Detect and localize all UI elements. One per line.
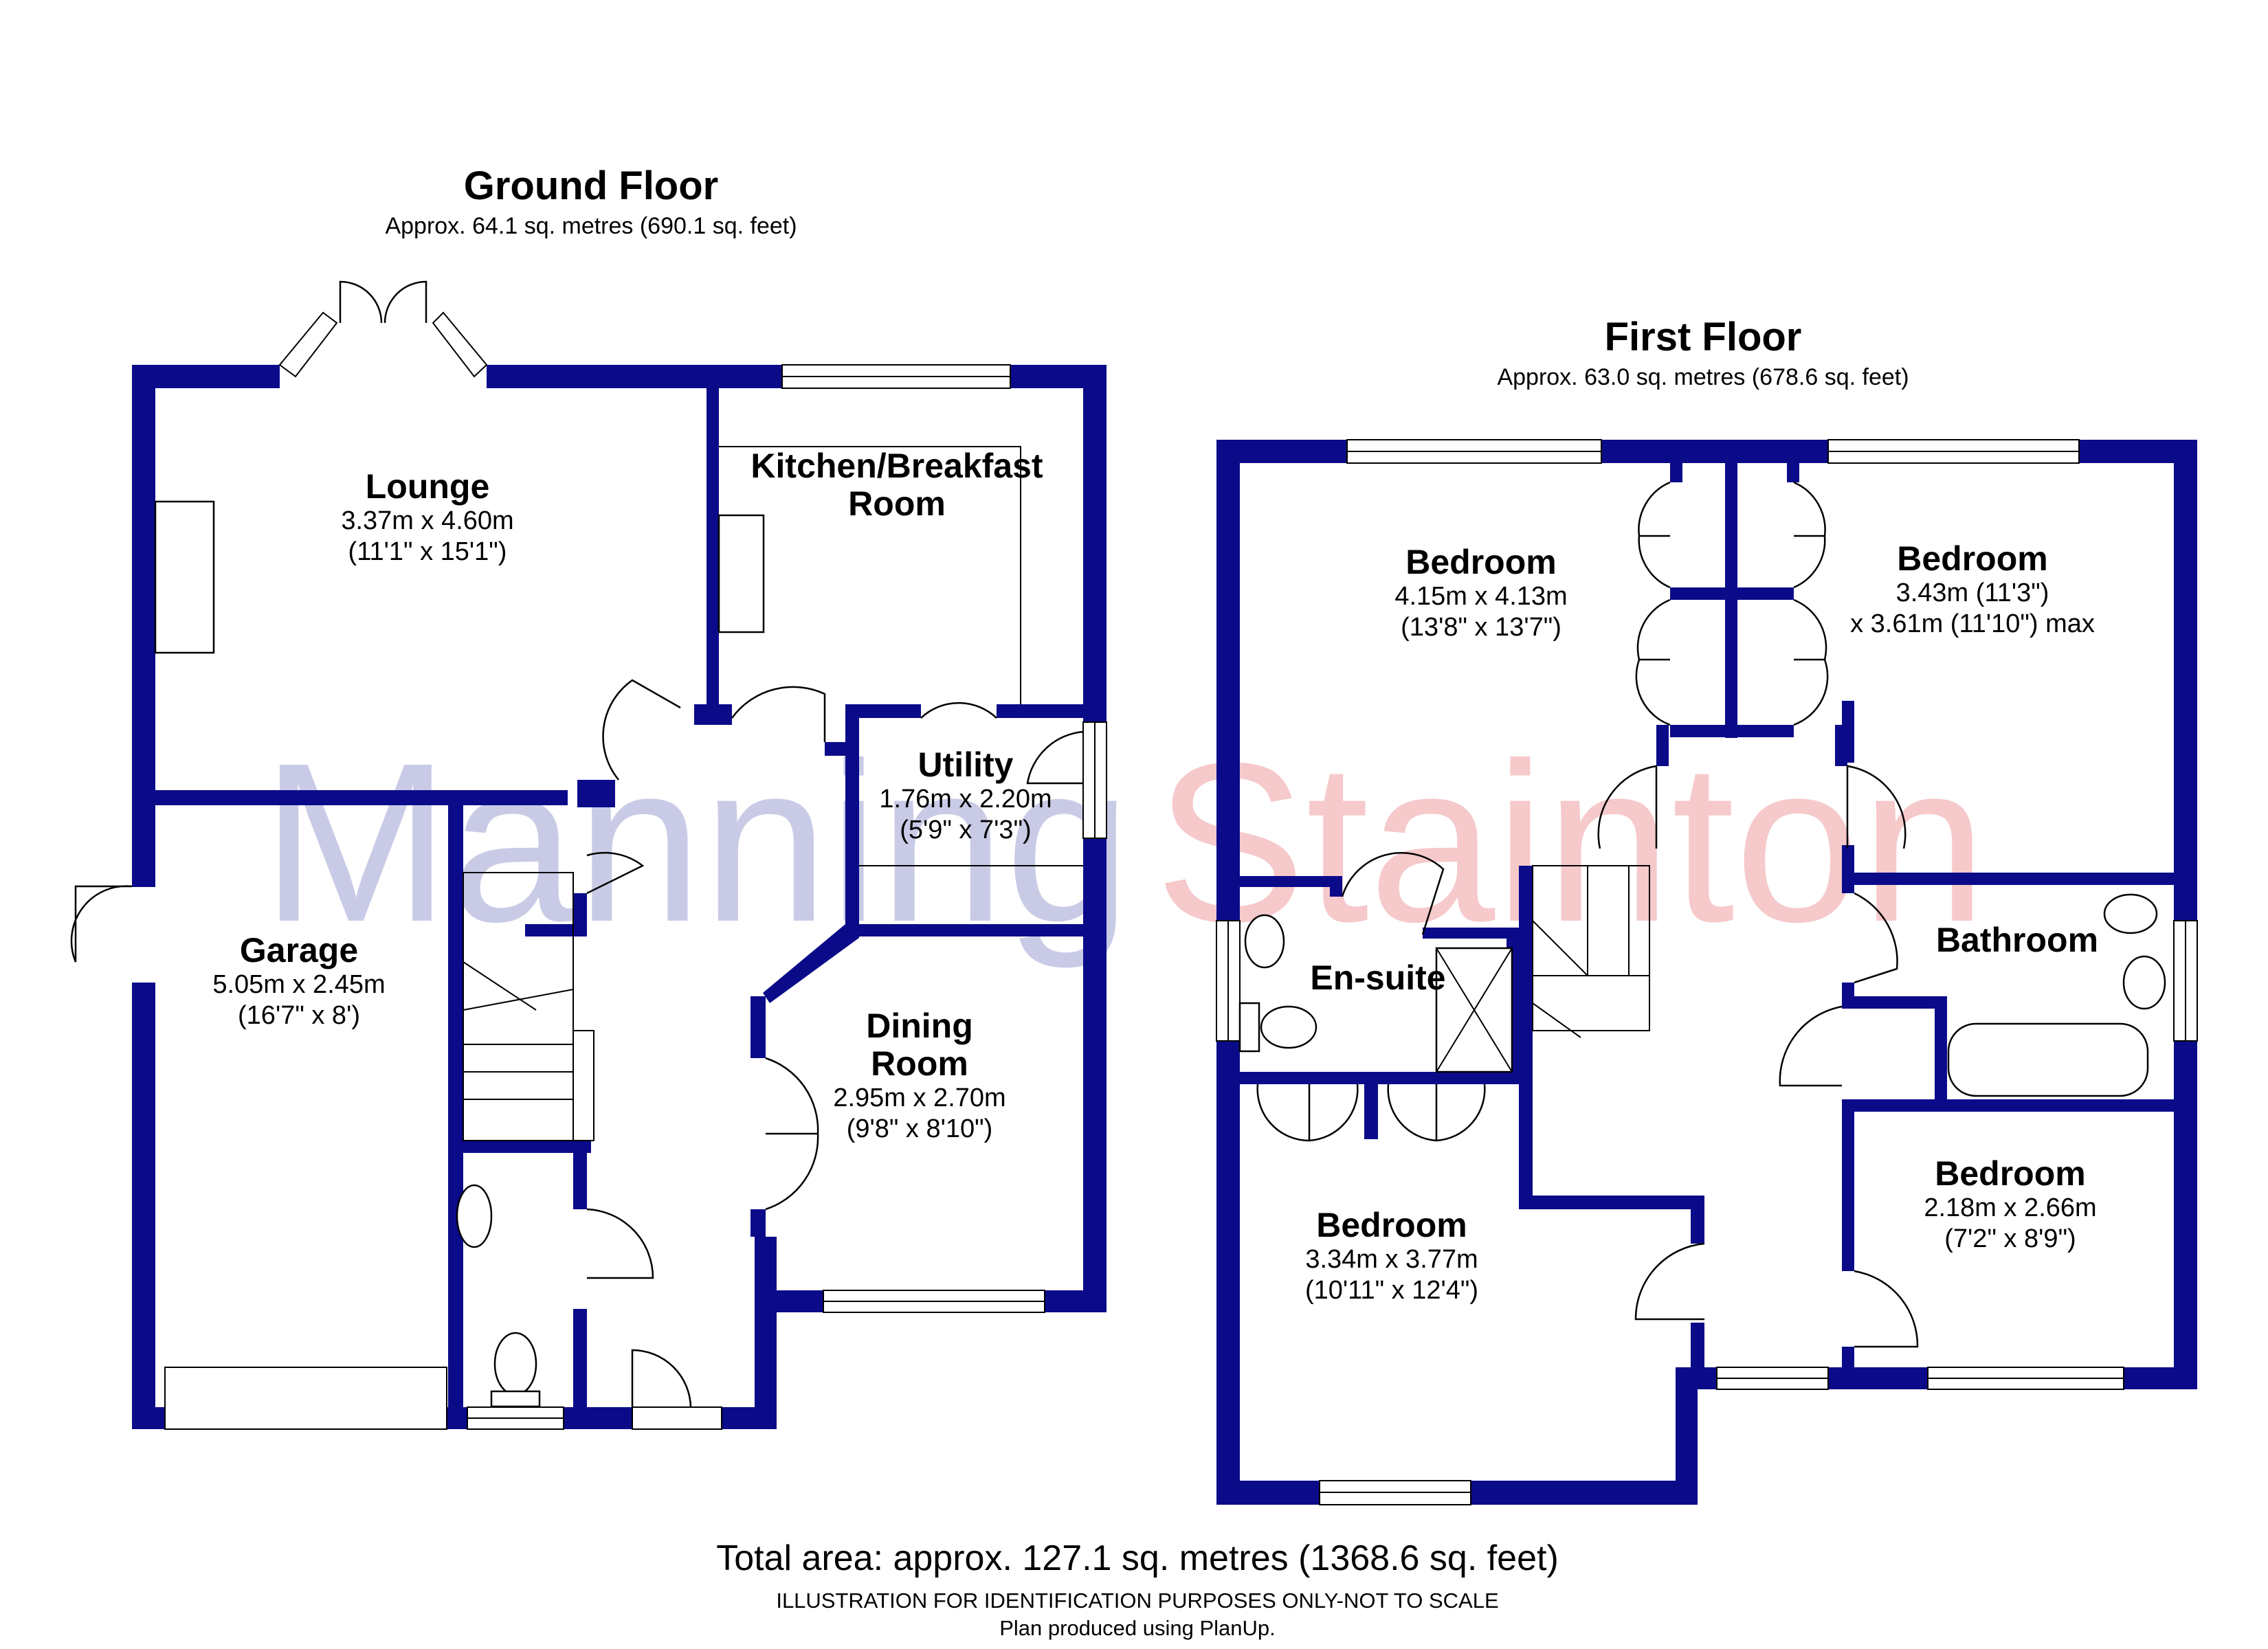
bathroom-sink-icon [2122,955,2166,1010]
dining-name-line2: Room [871,1044,968,1083]
garage-dims: 5.05m x 2.45m [212,970,385,999]
lounge-name: Lounge [366,467,490,506]
bedroom1-dims: 4.15m x 4.13m [1394,582,1567,611]
bedroom2-name: Bedroom [1897,539,2047,578]
kitchen-name: Kitchen/Breakfast [751,447,1043,485]
footer: Total area: approx. 127.1 sq. metres (13… [716,1538,1559,1640]
first-floor-fixtures [1238,865,2166,1097]
first-floor-labels: First Floor Approx. 63.0 sq. metres (678… [1305,315,2098,1305]
disclaimer: ILLUSTRATION FOR IDENTIFICATION PURPOSES… [776,1589,1498,1613]
first-floor-windows [1216,439,2198,1505]
sink-icon [456,1184,493,1248]
bedroom4-dims: 2.18m x 2.66m [1924,1193,2096,1222]
bedroom1-dims-imperial: (13'8" x 13'7") [1401,613,1561,642]
ground-floor-labels: Ground Floor Approx. 64.1 sq. metres (69… [212,164,1052,1143]
kitchen-name-line2: Room [848,484,946,523]
utility-name: Utility [918,745,1014,784]
bedroom3-dims: 3.34m x 3.77m [1305,1245,1478,1274]
bedroom4-dims-imperial: (7'2" x 8'9") [1944,1224,2076,1253]
ground-floor-area: Approx. 64.1 sq. metres (690.1 sq. feet) [385,213,797,239]
ground-floor-doors [70,280,1084,1430]
staircase-icon [463,872,594,1141]
toilet-icon [493,1332,537,1396]
total-area: Total area: approx. 127.1 sq. metres (13… [716,1538,1559,1578]
ground-floor-title: Ground Floor [464,164,719,208]
bath-icon [1947,1022,2149,1097]
bedroom1-name: Bedroom [1405,543,1556,581]
ensuite-toilet-icon [1260,1005,1318,1049]
lounge-dims: 3.37m x 4.60m [341,506,513,535]
ground-floor-plan: Ground Floor Approx. 64.1 sq. metres (69… [70,164,1107,1430]
lounge-dims-imperial: (11'1" x 15'1") [348,537,507,566]
bathroom-toilet-icon [2103,893,2158,934]
bedroom2-dims: 3.43m (11'3") [1896,579,2049,607]
ensuite-sink-icon [1244,914,1285,969]
first-floor-plan: First Floor Approx. 63.0 sq. metres (678… [1216,315,2198,1505]
dining-dims-imperial: (9'8" x 8'10") [847,1114,993,1143]
bedroom4-name: Bedroom [1935,1154,2085,1193]
first-floor-walls [1216,440,2197,1505]
garage-dims-imperial: (16'7" x 8') [238,1001,360,1030]
dining-name: Dining [866,1007,973,1045]
bathroom-name: Bathroom [1936,921,2098,959]
ground-floor-walls [132,365,1107,1429]
utility-dims: 1.76m x 2.20m [879,785,1052,814]
ground-floor-windows [278,311,1107,1430]
first-floor-area: Approx. 63.0 sq. metres (678.6 sq. feet) [1497,364,1909,390]
garage-name: Garage [240,931,358,969]
ensuite-name: En-suite [1310,958,1445,997]
first-floor-title: First Floor [1605,315,1802,359]
bedroom3-name: Bedroom [1316,1206,1467,1244]
plan-credit: Plan produced using PlanUp. [999,1616,1276,1640]
first-floor-doors [1256,481,1919,1348]
dining-dims: 2.95m x 2.70m [833,1084,1005,1112]
bedroom3-dims-imperial: (10'11" x 12'4") [1305,1276,1478,1305]
ground-floor-fixtures [154,446,1083,1408]
fireplace-icon [154,500,215,654]
bedroom2-dims-line2: x 3.61m (11'10") max [1850,609,2095,638]
utility-dims-imperial: (5'9" x 7'3") [900,816,1031,844]
staircase-icon [1532,865,1650,1038]
